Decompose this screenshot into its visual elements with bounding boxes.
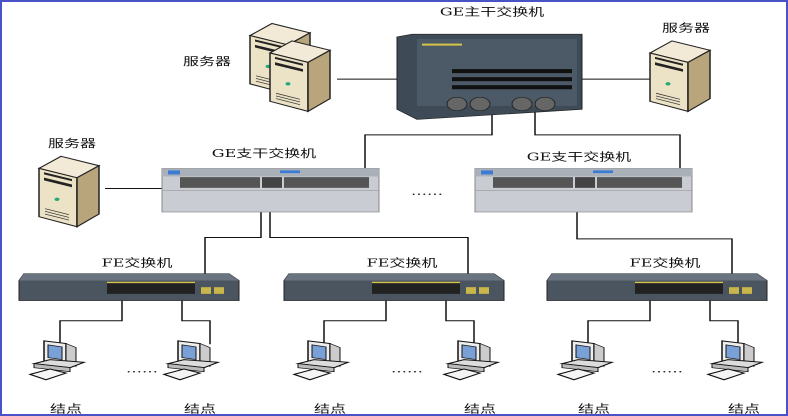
branch-switch-label: GE支干交换机 <box>527 150 632 163</box>
fe-switch <box>18 273 240 302</box>
fe-switch-label: FE交换机 <box>367 256 438 269</box>
server-label: 服务器 <box>662 22 710 35</box>
node-label: 结点 <box>50 403 82 416</box>
fe-switch <box>546 273 768 302</box>
branch-switch <box>161 167 380 213</box>
node-label: 结点 <box>728 403 760 416</box>
node-label: 结点 <box>184 403 216 416</box>
fe-switch <box>283 273 505 302</box>
fe-switch-label: FE交换机 <box>630 256 701 269</box>
server-label: 服务器 <box>48 137 96 150</box>
core-switch <box>396 33 583 120</box>
server-icon <box>269 40 331 113</box>
fe-switch-label: FE交换机 <box>102 256 173 269</box>
ellipsis: …… <box>126 363 158 376</box>
ellipsis: …… <box>651 363 683 376</box>
server-icon <box>38 155 100 228</box>
core-switch-label: GE主干交换机 <box>440 5 545 18</box>
branch-switch-label: GE支干交换机 <box>212 147 317 160</box>
server-icon <box>649 40 711 113</box>
server-label: 服务器 <box>183 56 231 69</box>
computer-node-icon <box>29 340 85 381</box>
computer-node-icon <box>557 340 613 381</box>
computer-node-icon <box>163 340 219 381</box>
ellipsis: …… <box>411 186 443 199</box>
branch-switch <box>474 167 693 213</box>
computer-node-icon <box>443 340 499 381</box>
node-label: 结点 <box>314 403 346 416</box>
ellipsis: …… <box>391 363 423 376</box>
computer-node-icon <box>707 340 763 381</box>
node-label: 结点 <box>578 403 610 416</box>
node-label: 结点 <box>464 403 496 416</box>
computer-node-icon <box>293 340 349 381</box>
